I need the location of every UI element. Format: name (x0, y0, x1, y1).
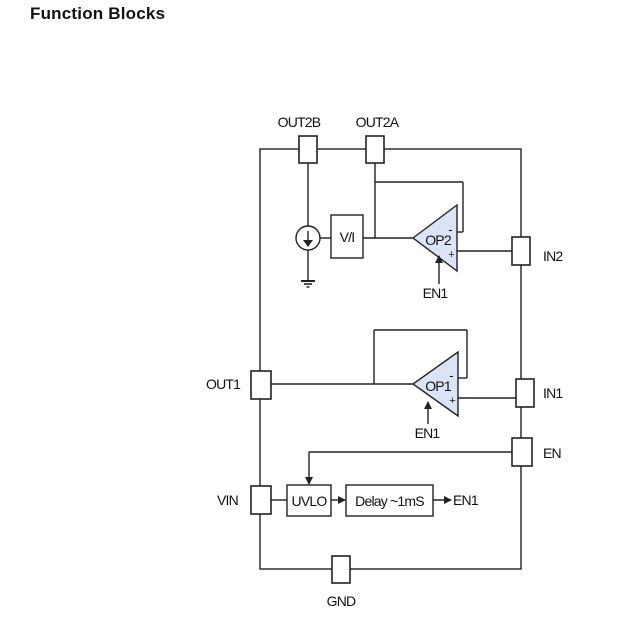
pin-out2b (298, 135, 318, 164)
pin-gnd (331, 555, 351, 584)
delay-label: Delay ~1mS (355, 493, 424, 509)
pin-out1 (250, 370, 272, 400)
op2-plus-sign: + (448, 249, 454, 261)
op1-amplifier (411, 350, 459, 418)
pin-out2b-label: OUT2B (278, 114, 321, 130)
pin-in2-label: IN2 (543, 248, 563, 264)
pin-in1 (515, 378, 535, 408)
vi-block-label: V/I (340, 229, 355, 245)
pin-en-label: EN (543, 445, 561, 461)
op2-enable-label: EN1 (423, 285, 449, 301)
op1-plus-sign: + (449, 395, 455, 407)
op2-minus-sign: - (448, 222, 452, 237)
pin-in1-label: IN1 (543, 385, 563, 401)
op1-enable-label: EN1 (415, 425, 441, 441)
uvlo-block (286, 484, 332, 517)
current-source-icon (295, 225, 321, 251)
en1-output-label: EN1 (453, 492, 479, 508)
pin-out1-label: OUT1 (206, 376, 241, 392)
op1-minus-sign: - (449, 368, 453, 383)
pin-vin (250, 485, 272, 515)
pin-vin-label: VIN (217, 492, 238, 508)
op2-amplifier (411, 203, 458, 273)
uvlo-label: UVLO (292, 493, 328, 509)
delay-block (345, 484, 434, 517)
pin-out2a-label: OUT2A (356, 114, 400, 130)
chip-outline (259, 148, 522, 570)
op2-label: OP2 (425, 232, 452, 248)
vi-block (330, 214, 364, 259)
pin-gnd-label: GND (327, 593, 356, 609)
pin-out2a (365, 135, 385, 164)
ground-icon (301, 280, 315, 288)
page-title: Function Blocks (30, 4, 166, 23)
pin-en (511, 437, 533, 467)
pin-in2 (511, 236, 531, 266)
op1-label: OP1 (425, 378, 452, 394)
